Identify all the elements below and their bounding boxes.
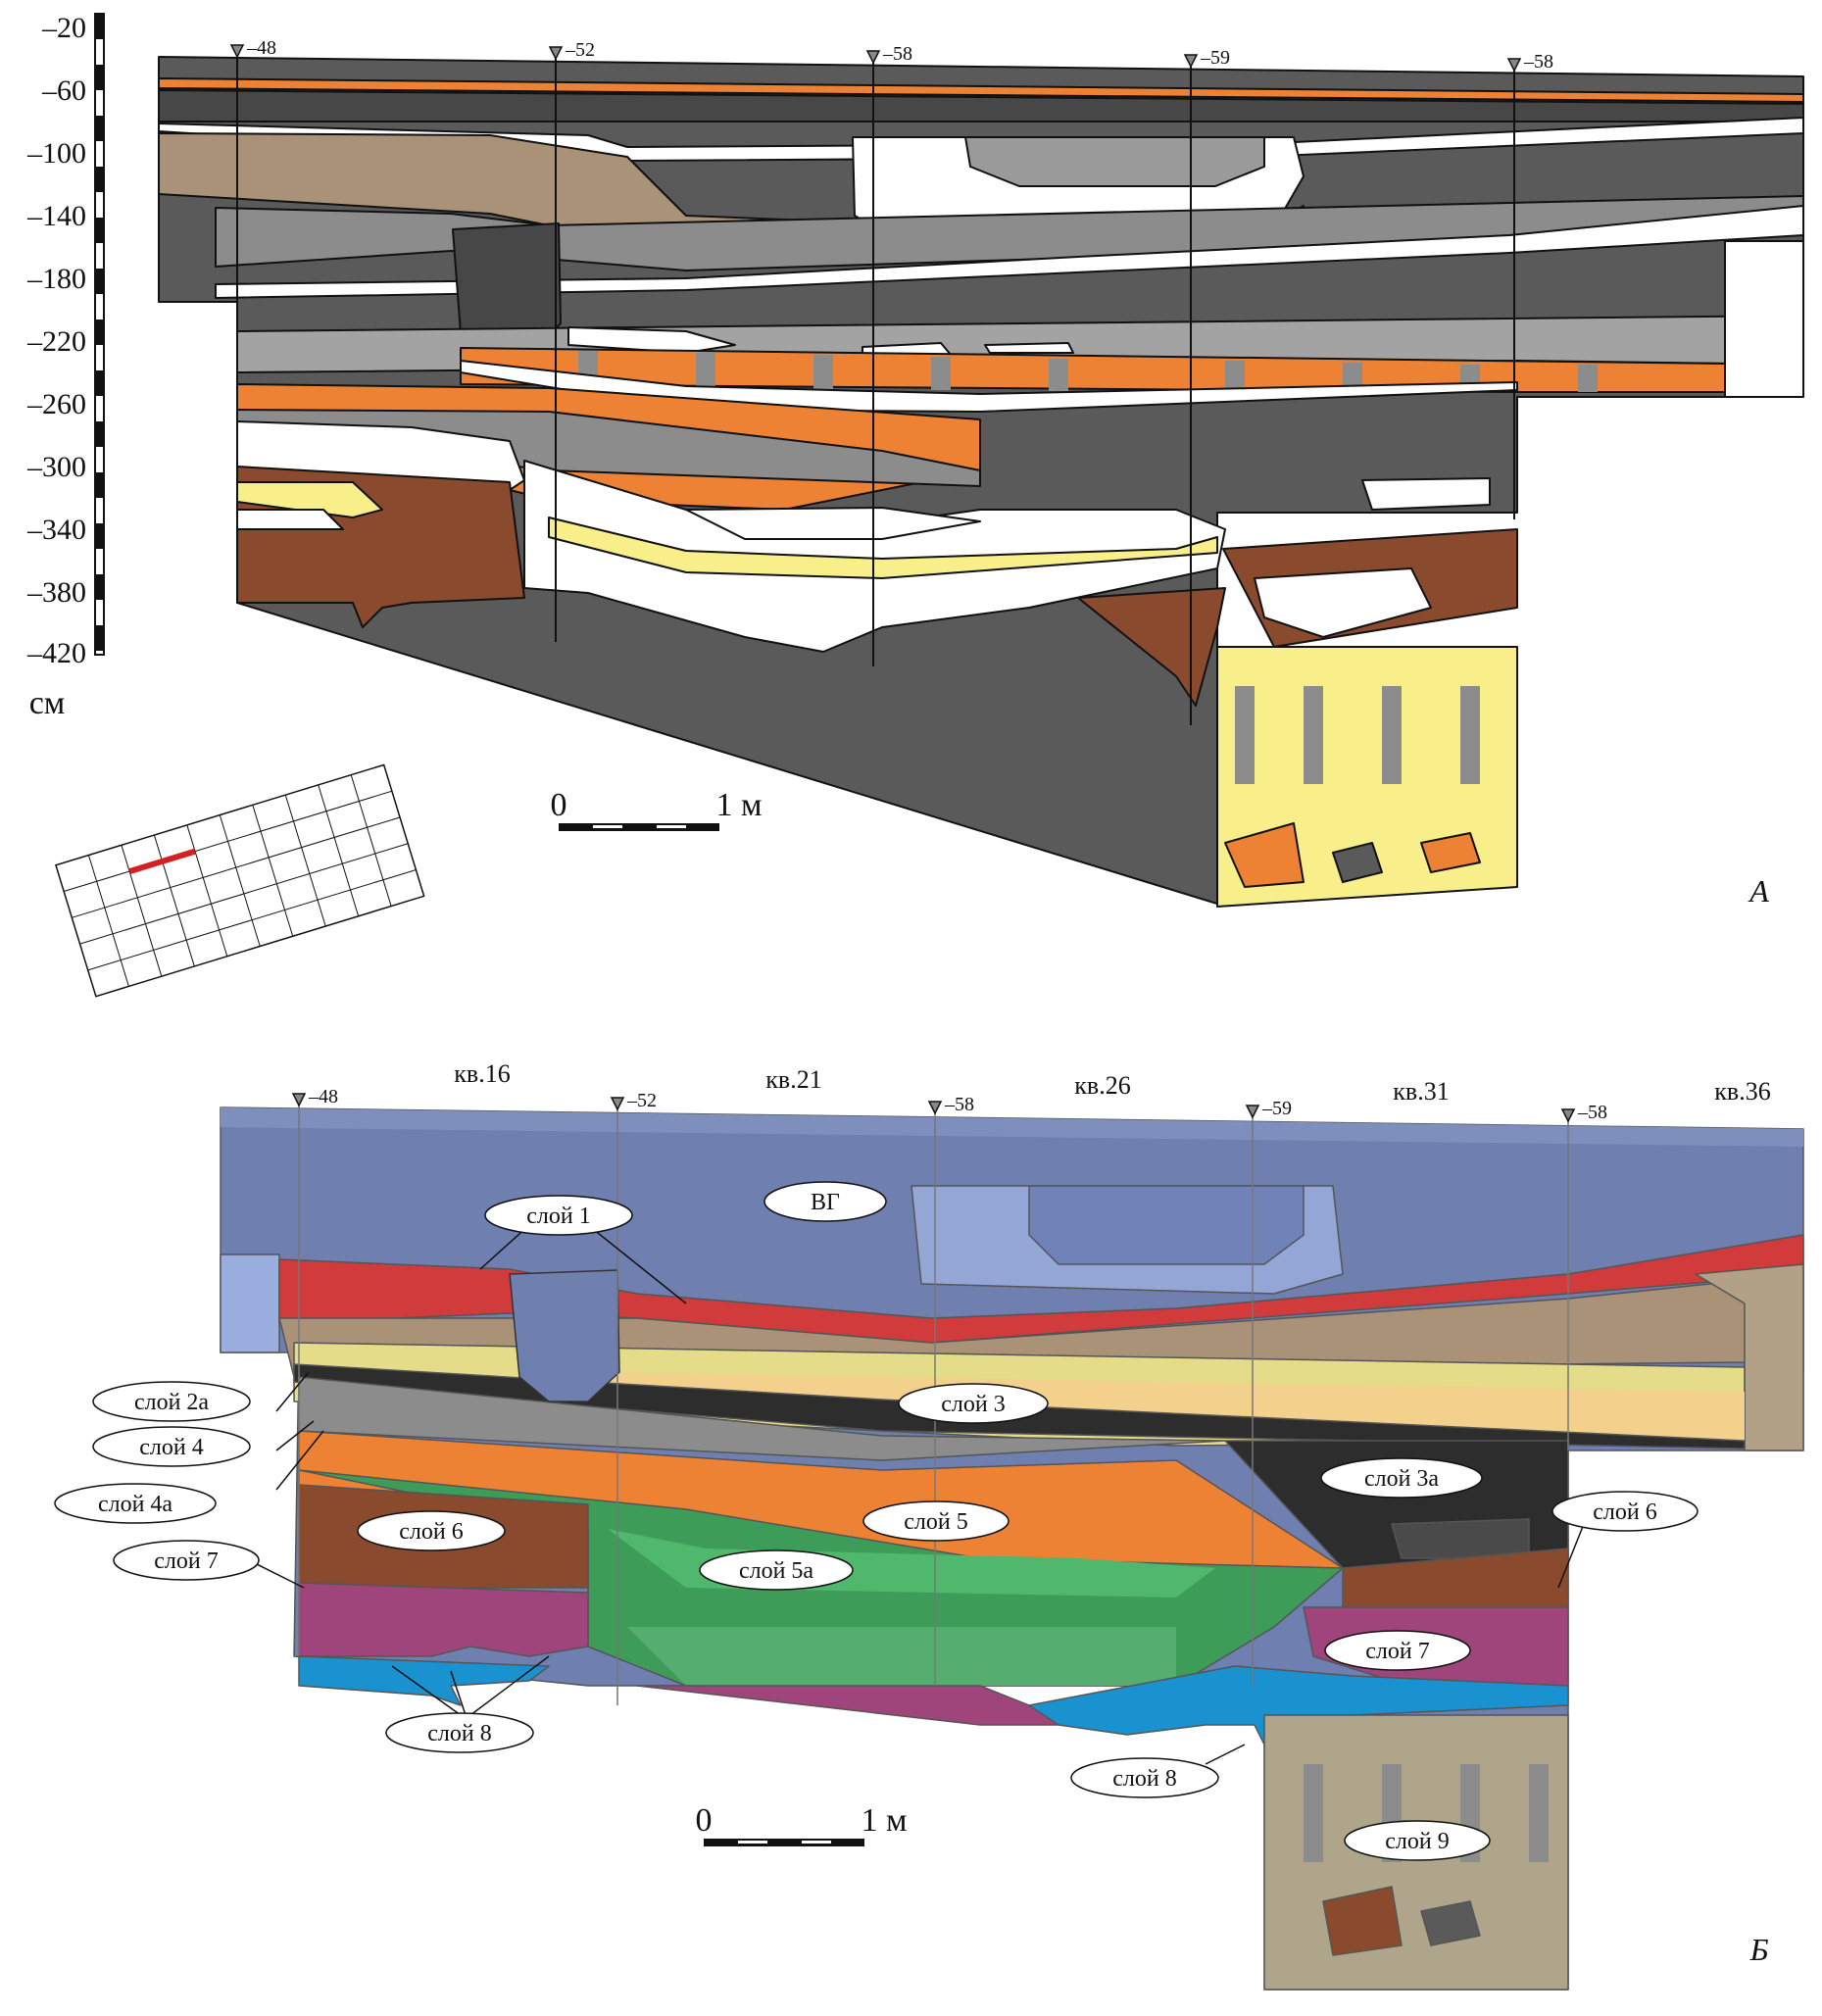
svg-text:слой 5а: слой 5а <box>739 1558 813 1584</box>
depth-tick: –420 <box>26 637 86 669</box>
elevation-markers-b: –48 –52 –58 –59 –58 <box>291 1086 1607 1123</box>
elevation-value: –58 <box>944 1094 974 1115</box>
profile-panel-a <box>158 56 1804 908</box>
svg-text:слой 7: слой 7 <box>1365 1639 1429 1664</box>
scale-zero: 0 <box>551 787 567 823</box>
elevation-marker-icon <box>1506 58 1522 73</box>
elevation-value: –58 <box>1577 1102 1607 1123</box>
square-label: кв.36 <box>1714 1077 1770 1106</box>
svg-text:слой 4: слой 4 <box>139 1435 203 1460</box>
depth-unit: см <box>29 685 66 721</box>
layer-label: слой 6 <box>1551 1491 1699 1532</box>
elevation-value: –58 <box>882 43 912 65</box>
svg-text:слой 5: слой 5 <box>904 1509 967 1535</box>
layer-label: слой 5 <box>862 1500 1009 1542</box>
depth-tick: –300 <box>26 451 86 483</box>
depth-tick: –20 <box>41 12 86 44</box>
layer-label: слой 4 <box>92 1426 251 1467</box>
layer-label: слой 4а <box>54 1483 217 1524</box>
scale-bar-b: 0 1 м <box>696 1802 908 1846</box>
depth-tick: –140 <box>26 200 86 232</box>
layer-label: слой 1 <box>484 1195 633 1236</box>
elevation-markers-a: –48 –52 –58 –59 –58 <box>229 37 1553 73</box>
depth-scale: –20 –60 –100 –140 –180 –220 –260 –300 –3… <box>26 12 105 721</box>
svg-text:слой 8: слой 8 <box>427 1721 491 1746</box>
depth-tick: –180 <box>26 263 86 295</box>
svg-text:слой 4а: слой 4а <box>98 1492 172 1517</box>
elevation-value: –48 <box>308 1086 338 1107</box>
scale-length: 1 м <box>715 787 762 823</box>
svg-text:слой 6: слой 6 <box>1593 1500 1656 1525</box>
layer-label: слой 6 <box>357 1510 506 1551</box>
panel-letter-b: Б <box>1749 1932 1769 1967</box>
depth-tick: –100 <box>26 137 86 170</box>
depth-tick: –260 <box>26 388 86 420</box>
elevation-value: –52 <box>626 1090 657 1111</box>
depth-tick: –60 <box>41 74 86 107</box>
layer-label: слой 5а <box>699 1549 854 1591</box>
depth-tick: –380 <box>26 576 86 609</box>
layer-label: ВГ <box>763 1181 887 1222</box>
reference-lines-a <box>236 57 1515 725</box>
scale-bar-a: 0 1 м <box>551 787 763 831</box>
elevation-marker-icon <box>1245 1105 1260 1119</box>
scale-length: 1 м <box>861 1802 907 1839</box>
svg-text:слой 2а: слой 2а <box>134 1390 209 1415</box>
square-label: кв.21 <box>765 1065 821 1094</box>
svg-text:слой 6: слой 6 <box>399 1519 463 1545</box>
layer-label: слой 9 <box>1344 1820 1491 1861</box>
layer-label: слой 8 <box>385 1712 534 1753</box>
layer-label: слой 3а <box>1320 1457 1483 1499</box>
elevation-marker-icon <box>548 46 564 61</box>
depth-tick: –340 <box>26 514 86 546</box>
svg-text:ВГ: ВГ <box>811 1190 840 1215</box>
elevation-marker-icon <box>927 1101 943 1115</box>
scale-zero: 0 <box>696 1802 713 1839</box>
layer-label: слой 3 <box>898 1383 1049 1424</box>
square-label: кв.26 <box>1074 1071 1130 1100</box>
layer-label: слой 8 <box>1070 1757 1219 1798</box>
svg-text:слой 1: слой 1 <box>526 1204 590 1229</box>
elevation-value: –58 <box>1523 51 1553 73</box>
elevation-marker-icon <box>1560 1108 1576 1123</box>
layer-label: слой 7 <box>113 1540 260 1581</box>
svg-text:слой 3: слой 3 <box>941 1392 1005 1417</box>
elevation-marker-icon <box>1183 54 1199 69</box>
location-grid-icon <box>55 763 425 998</box>
elevation-marker-icon <box>291 1093 307 1107</box>
svg-text:слой 3а: слой 3а <box>1364 1466 1439 1492</box>
layer-label: слой 2а <box>92 1381 251 1422</box>
elevation-value: –59 <box>1261 1098 1292 1119</box>
layer-labels: ВГ слой 1 слой 2а слой 4 слой 4а слой 3 … <box>54 1181 1699 1861</box>
elevation-marker-icon <box>865 50 881 65</box>
elevation-marker-icon <box>229 44 245 59</box>
elevation-marker-icon <box>610 1097 625 1111</box>
elevation-value: –52 <box>565 39 595 61</box>
elevation-value: –59 <box>1200 47 1230 69</box>
svg-text:слой 9: слой 9 <box>1385 1829 1449 1854</box>
panel-letter-a: А <box>1748 873 1769 909</box>
elevation-value: –48 <box>246 37 276 59</box>
svg-text:слой 7: слой 7 <box>154 1549 218 1574</box>
square-headers: кв.16 кв.21 кв.26 кв.31 кв.36 <box>454 1059 1770 1106</box>
svg-text:слой 8: слой 8 <box>1112 1766 1176 1792</box>
square-label: кв.16 <box>454 1059 510 1088</box>
square-label: кв.31 <box>1393 1077 1449 1106</box>
depth-tick: –220 <box>26 325 86 358</box>
layer-label: слой 7 <box>1324 1630 1471 1671</box>
